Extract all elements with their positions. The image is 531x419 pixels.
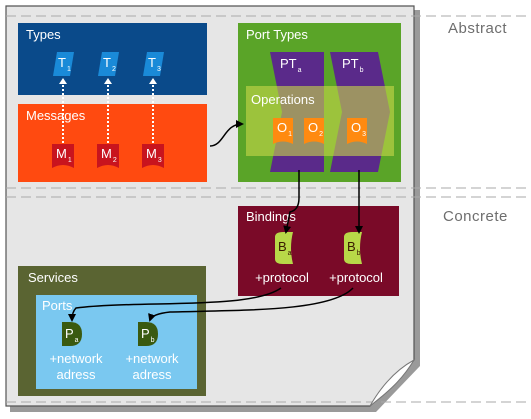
port-type-a-label: PTa xyxy=(280,56,302,74)
message-3-label: M3 xyxy=(146,146,162,164)
abstract-layer-label: Abstract xyxy=(448,20,508,37)
binding-b-to-port-b-arrow xyxy=(148,287,354,322)
types-title: Types xyxy=(26,27,61,42)
bindings-box xyxy=(238,206,399,296)
bindings-title: Bindings xyxy=(246,209,296,224)
type-3-label: T3 xyxy=(148,55,161,73)
ports-title: Ports xyxy=(42,298,73,313)
message-2-label: M2 xyxy=(101,146,117,164)
binding-a-to-port-a-arrow xyxy=(68,287,282,322)
port-type-b-label: PTb xyxy=(342,56,364,74)
type-1-label: T1 xyxy=(58,55,71,73)
messages-to-operations-arrow xyxy=(209,120,244,147)
port-type-a-to-binding-a-arrow xyxy=(283,170,300,234)
binding-a-protocol: +protocol xyxy=(255,270,309,285)
type-3-shape xyxy=(143,52,164,76)
port-a-shape xyxy=(62,322,82,346)
port-b-label: Pb xyxy=(141,326,155,344)
type-2-label: T2 xyxy=(103,55,116,73)
arrowhead-type-2 xyxy=(104,78,112,84)
binding-b-protocol: +protocol xyxy=(329,270,383,285)
operation-1-label: O1 xyxy=(277,120,293,138)
binding-b-shape xyxy=(344,232,362,264)
port-b-shape xyxy=(138,322,158,346)
operation-2-label: O2 xyxy=(308,120,324,138)
operation-3-shape xyxy=(347,118,367,144)
messages-title: Messages xyxy=(26,108,86,123)
services-title: Services xyxy=(28,270,78,285)
operation-3-label: O3 xyxy=(351,120,367,138)
type-2-shape xyxy=(98,52,119,76)
message-2-shape xyxy=(97,144,119,168)
arrowhead-type-3 xyxy=(149,78,157,84)
port-a-label: Pa xyxy=(65,326,79,344)
operation-2-shape xyxy=(304,118,324,144)
binding-b-label: Bb xyxy=(347,239,361,257)
operations-title: Operations xyxy=(251,92,315,107)
concrete-layer-label: Concrete xyxy=(443,208,508,225)
arrowhead-type-1 xyxy=(59,78,67,84)
binding-a-shape xyxy=(275,232,293,264)
operation-1-shape xyxy=(273,118,293,144)
binding-a-label: Ba xyxy=(278,239,292,257)
type-1-shape xyxy=(53,52,74,76)
message-1-label: M1 xyxy=(56,146,72,164)
message-1-shape xyxy=(52,144,74,168)
messages-box xyxy=(18,104,207,182)
page-curl xyxy=(369,358,416,407)
port-types-title: Port Types xyxy=(246,27,308,42)
message-3-shape xyxy=(142,144,164,168)
